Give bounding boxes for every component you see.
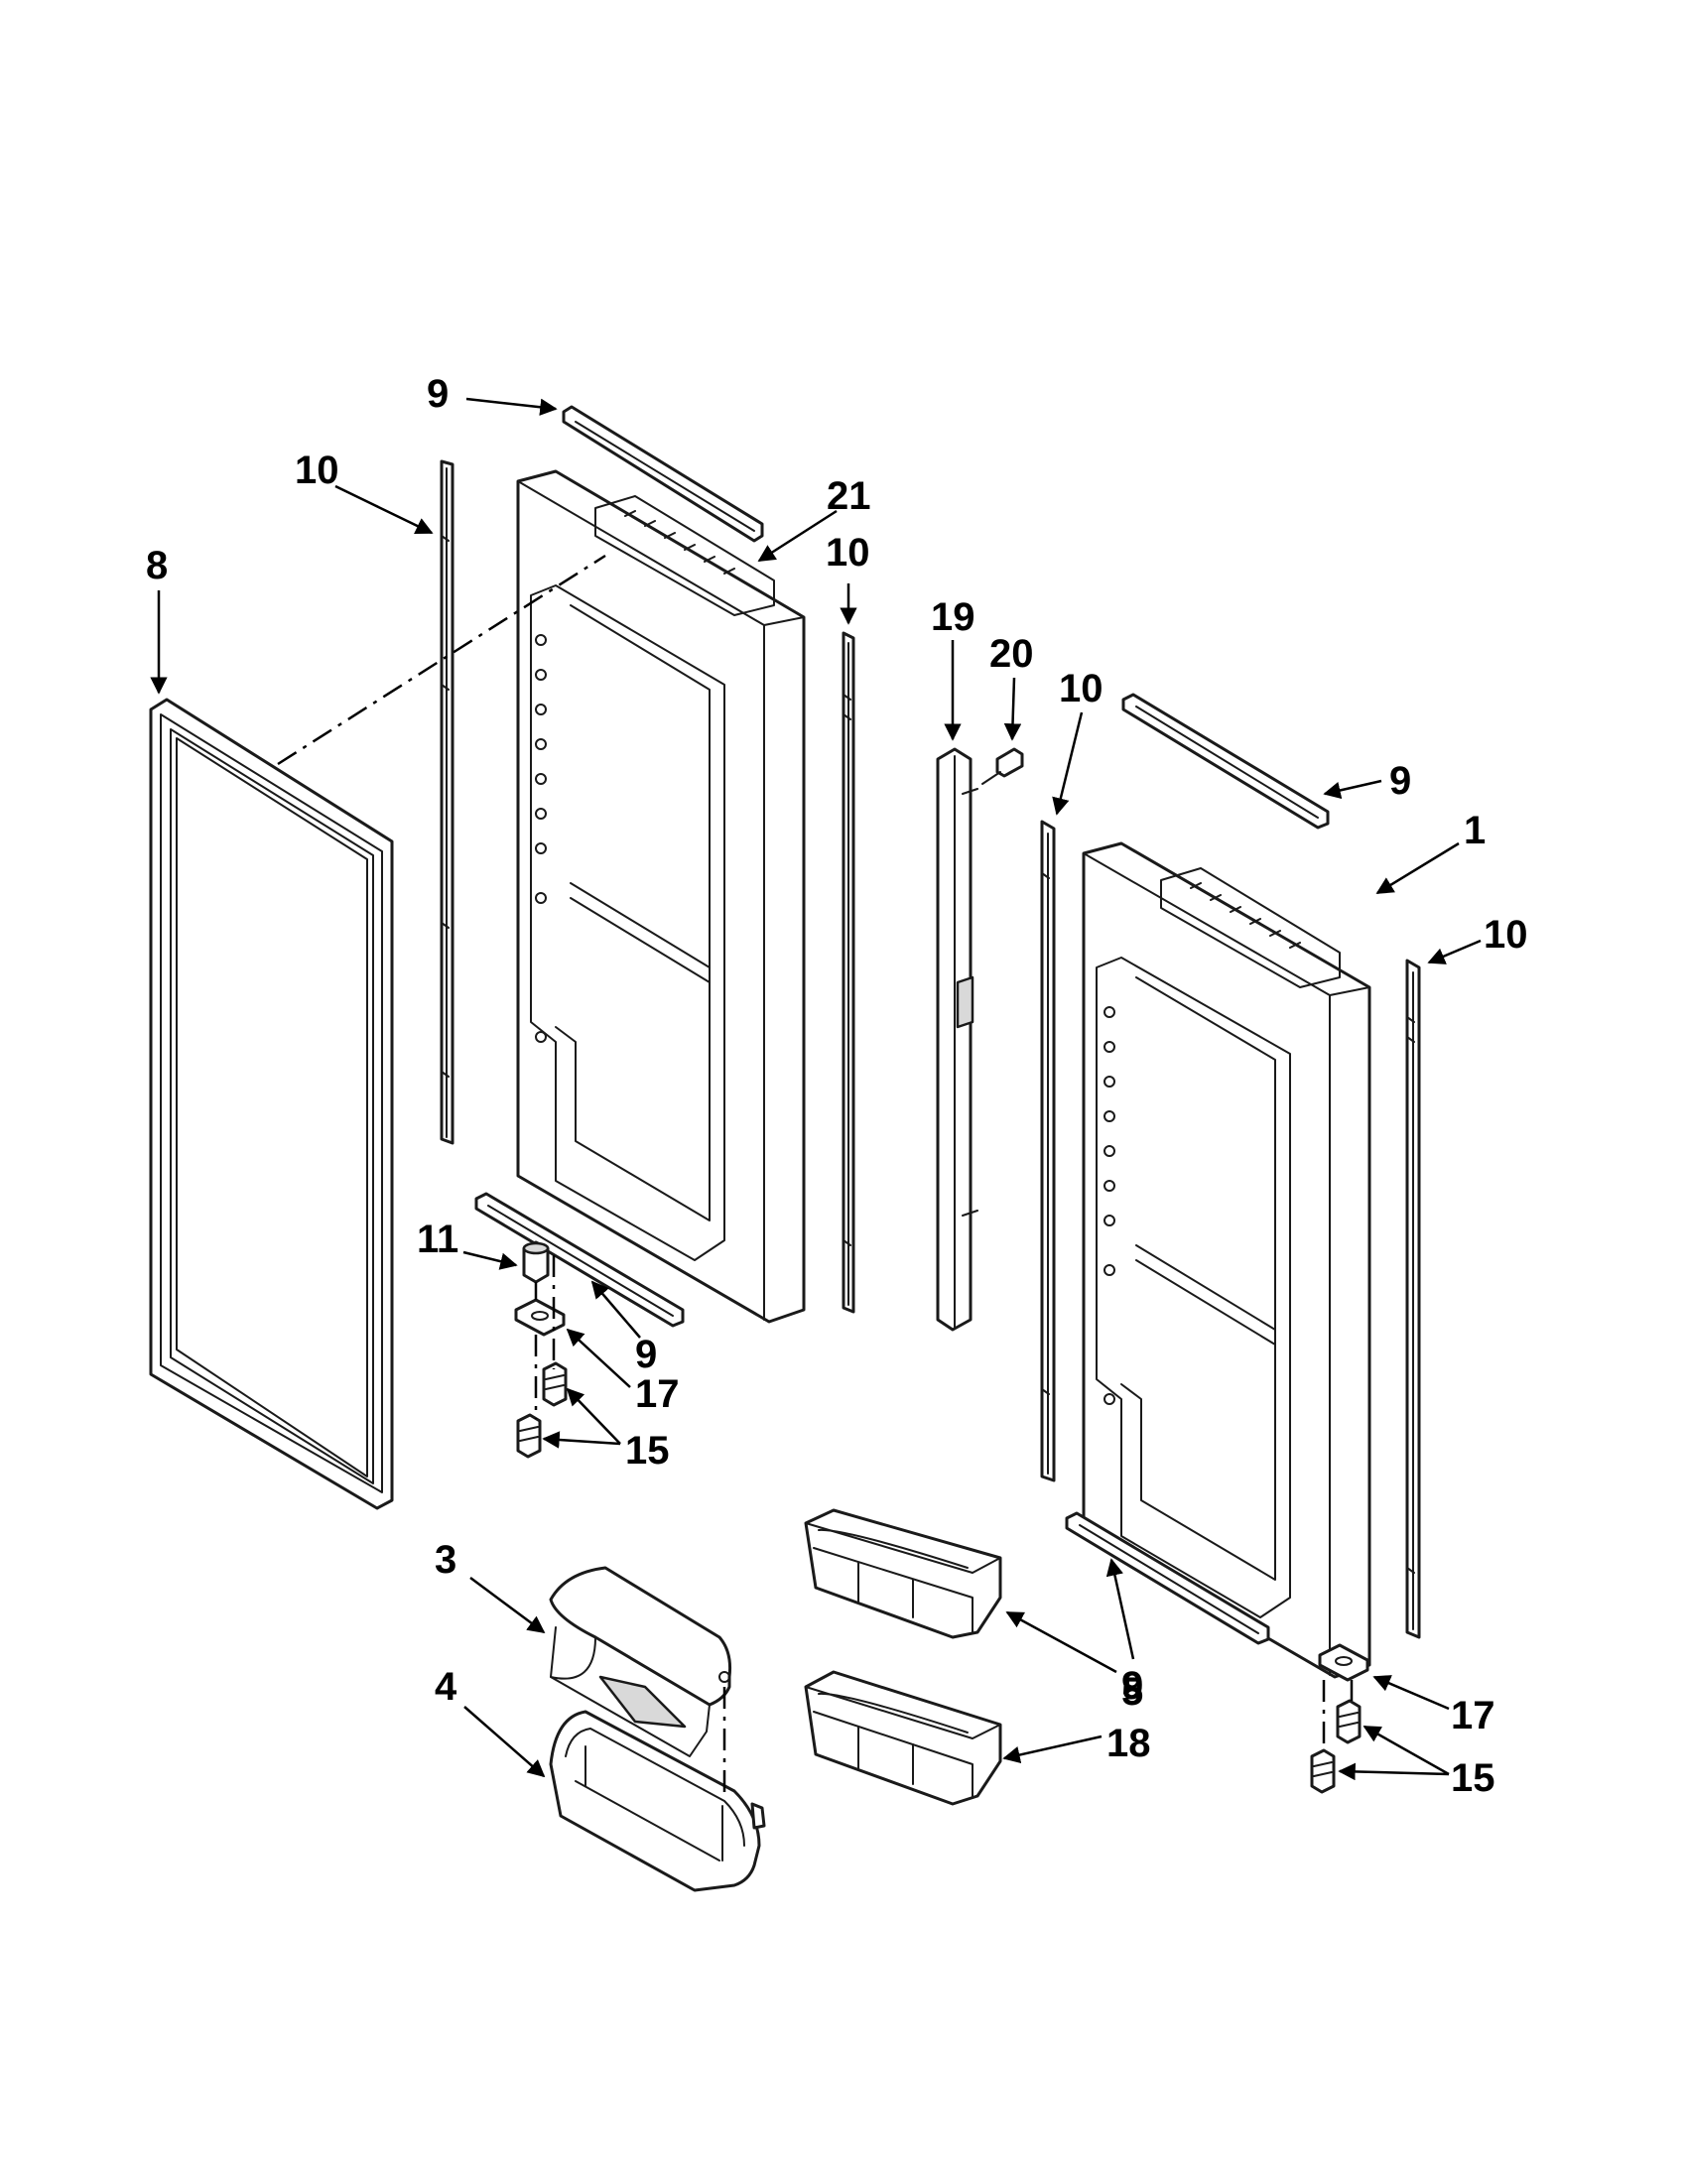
leader-lines <box>150 397 1482 1781</box>
callout-9-right-top: 9 <box>1389 759 1411 803</box>
callout-10-right: 10 <box>1059 667 1104 710</box>
hinge-bracket-17-right <box>1318 1643 1369 1682</box>
gasket-projection-line <box>277 554 606 766</box>
callout-17-right: 17 <box>1451 1694 1495 1737</box>
callout-21: 21 <box>827 474 871 518</box>
callout-18: 18 <box>1106 1722 1151 1765</box>
door-trim-strip-right <box>1040 820 1056 1482</box>
callout-9-top: 9 <box>427 372 449 416</box>
hinge-pin-11 <box>522 1240 550 1284</box>
callout-17-left: 17 <box>635 1372 680 1416</box>
dairy-cover <box>549 1566 731 1757</box>
door-trim-strip-left <box>440 459 454 1145</box>
door-bottom-trim-left <box>474 1192 685 1328</box>
callout-20: 20 <box>989 632 1034 676</box>
door-liner-right <box>1082 841 1371 1679</box>
door-trim-strip-far-right <box>1405 959 1421 1639</box>
callout-5: 5 <box>1121 1670 1143 1714</box>
hinge-axis-right <box>1322 1680 1354 1750</box>
callout-9-right-bottom: 9 <box>1121 1664 1143 1708</box>
callout-15-left: 15 <box>625 1429 670 1473</box>
hinge-bracket-17-left <box>514 1298 566 1337</box>
hinge-screw-20 <box>981 747 1024 785</box>
door-gasket <box>149 698 394 1510</box>
door-bin-5 <box>804 1508 1002 1639</box>
callout-15-right: 15 <box>1451 1756 1495 1800</box>
callout-11: 11 <box>417 1218 458 1261</box>
callout-3: 3 <box>435 1538 456 1582</box>
door-top-trim-left <box>562 405 764 543</box>
callout-8: 8 <box>146 544 168 587</box>
door-trim-strip-mid <box>842 631 855 1314</box>
door-top-trim-right <box>1121 693 1330 830</box>
dairy-bin <box>549 1710 766 1892</box>
callout-19: 19 <box>931 595 975 639</box>
callouts: 9 10 8 21 10 19 20 10 9 1 10 11 9 17 15 … <box>146 372 1528 1800</box>
callout-10-mid: 10 <box>826 531 870 575</box>
hinge-screws-15-left <box>516 1361 568 1459</box>
door-liner-left <box>516 469 806 1324</box>
hinge-screws-15-right <box>1310 1699 1362 1794</box>
flipper-mullion <box>936 747 978 1332</box>
door-bottom-trim-right <box>1065 1511 1270 1645</box>
callout-1: 1 <box>1464 809 1486 852</box>
hinge-axis-left <box>534 1255 556 1419</box>
callout-10-left: 10 <box>295 449 339 492</box>
callout-4: 4 <box>435 1665 457 1709</box>
callout-9-left-bottom: 9 <box>635 1333 657 1376</box>
callout-10-far-right: 10 <box>1484 913 1528 957</box>
door-bin-18 <box>804 1670 1002 1806</box>
